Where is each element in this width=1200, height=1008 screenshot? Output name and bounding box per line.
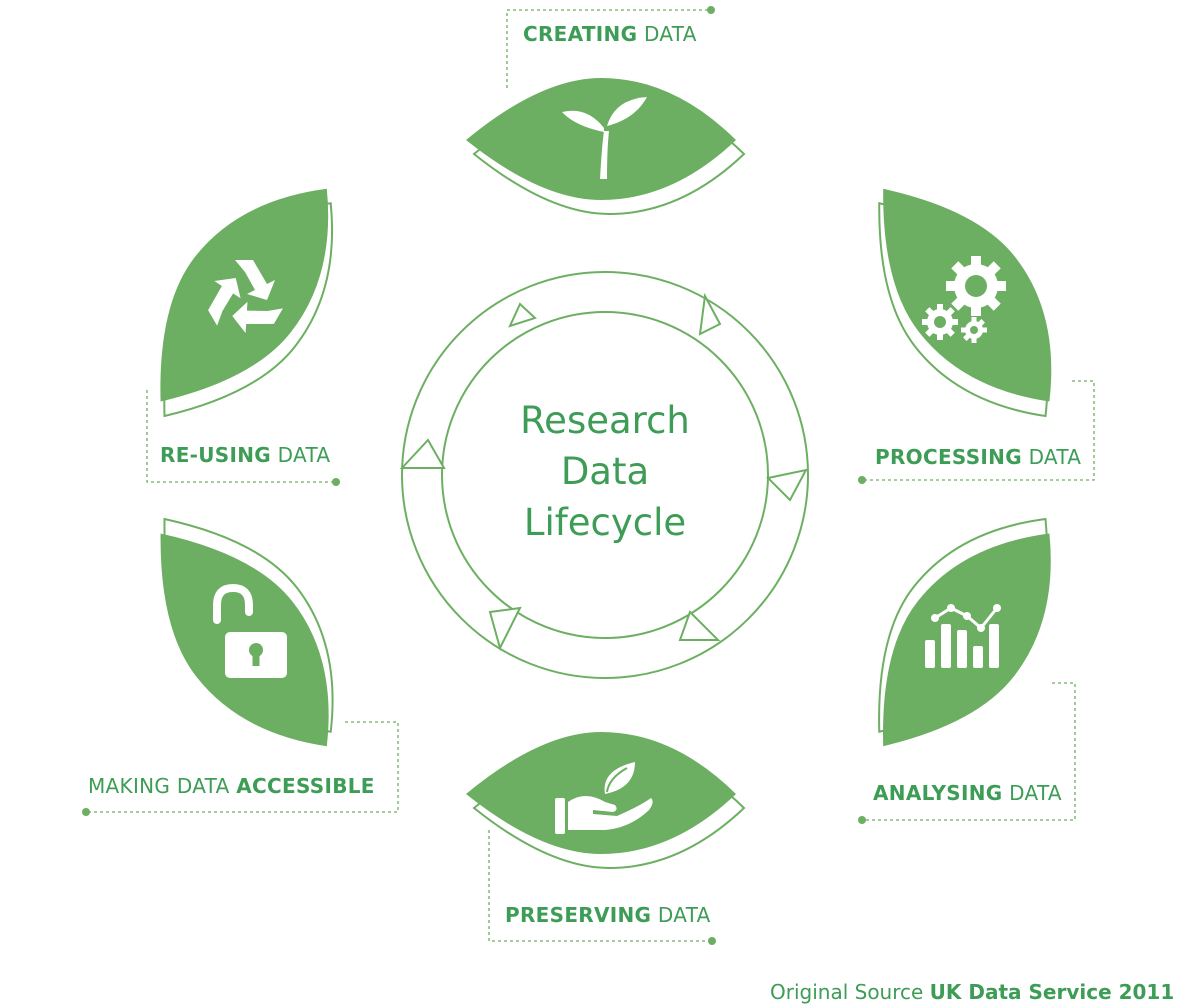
sprout-icon: [562, 97, 647, 179]
line-bar-chart-icon: [925, 604, 1001, 668]
center-title-line-3: Lifecycle: [523, 501, 687, 544]
label-reusing-plain: DATA: [271, 443, 331, 467]
leaf-reusing: [111, 150, 380, 454]
connector-reusing: [146, 390, 336, 483]
ring-arrows: [399, 292, 808, 651]
label-analysing: ANALYSING DATA: [873, 781, 1062, 805]
label-creating: CREATING DATA: [523, 22, 697, 46]
recycle-icon: [208, 260, 283, 333]
gears-icon: [922, 256, 1006, 343]
connector-creating: [506, 9, 711, 88]
label-analysing-plain: DATA: [1002, 781, 1062, 805]
connector-preserving: [488, 830, 712, 942]
label-accessible-plain: MAKING DATA: [88, 774, 237, 798]
source-credit: Original Source UK Data Service 2011: [770, 980, 1174, 1004]
source-prefix: Original Source: [770, 980, 930, 1004]
leaf-preserving: [466, 732, 745, 869]
label-processing-plain: DATA: [1021, 445, 1082, 469]
label-creating-plain: DATA: [637, 22, 697, 46]
unlocked-padlock-icon: [213, 583, 287, 678]
lifecycle-circle: [399, 271, 809, 679]
label-processing-bold: PROCESSING: [875, 445, 1022, 469]
inner-ring: [441, 311, 769, 639]
label-reusing-bold: RE-USING: [160, 443, 272, 467]
center-title-line-2: Data: [560, 450, 650, 493]
center-title-line-1: Research: [520, 399, 690, 442]
label-preserving-bold: PRESERVING: [505, 903, 652, 927]
label-reusing: RE-USING DATA: [160, 443, 330, 467]
connector-accessible: [86, 721, 399, 813]
connector-analysing: [862, 682, 1076, 821]
label-accessible-bold: ACCESSIBLE: [236, 774, 375, 798]
label-analysing-bold: ANALYSING: [873, 781, 1003, 805]
outer-ring: [401, 271, 809, 679]
leaf-creating: [466, 78, 745, 215]
connector-lines: [86, 9, 1095, 942]
label-processing: PROCESSING DATA: [875, 445, 1081, 469]
label-preserving-plain: DATA: [651, 903, 711, 927]
hand-leaf-icon: [555, 762, 653, 834]
connector-processing: [862, 380, 1095, 481]
label-creating-bold: CREATING: [523, 22, 638, 46]
center-title: Research Data Lifecycle: [455, 395, 755, 548]
label-accessible: MAKING DATA ACCESSIBLE: [88, 774, 375, 798]
leaf-accessible: [113, 479, 381, 784]
connector-dots: [82, 6, 866, 945]
source-name: UK Data Service 2011: [929, 980, 1175, 1004]
label-preserving: PRESERVING DATA: [505, 903, 711, 927]
